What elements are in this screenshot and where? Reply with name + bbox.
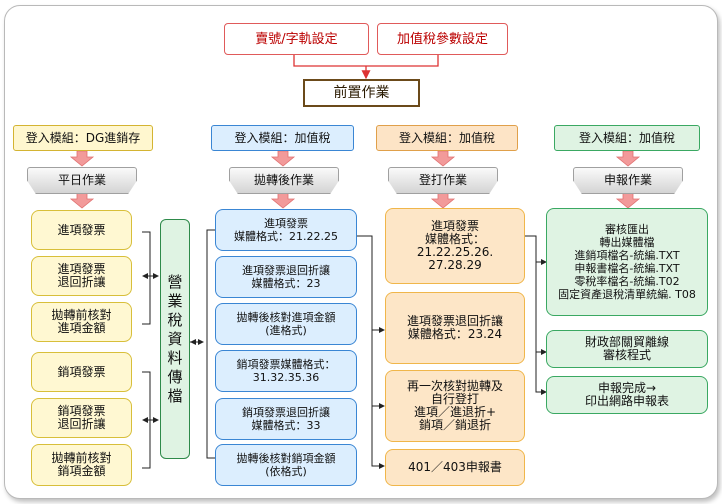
dg-item: 銷項發票 退回折讓 <box>31 398 132 438</box>
vat-fill-item: 進項發票 媒體格式： 21.22.25.26. 27.28.29 <box>385 208 525 284</box>
pre-work-box: 前置作業 <box>303 79 420 107</box>
vat-post-item: 進項發票 媒體格式：21.22.25 <box>215 209 357 251</box>
vat-fill-sub-label: 登打作業 <box>388 167 498 194</box>
vat-post-item: 拋轉後核對銷項金額 (依格式) <box>215 444 357 486</box>
dg-item: 拋轉前核對 進項金額 <box>31 302 132 342</box>
vat-post-sub-label: 拋轉後作業 <box>229 167 339 194</box>
vat-fill-item: 進項發票退回折讓 媒體格式：23.24 <box>385 292 525 364</box>
vat-report-sub-label: 申報作業 <box>573 167 683 194</box>
dg-item: 拋轉前核對 銷項金額 <box>31 444 132 486</box>
vat-post-header: 登入模組：加值稅 <box>211 125 354 151</box>
vat-data-transfer-box: 營 業 稅 資 料 傳 檔 <box>160 219 190 459</box>
dg-sub-label: 平日作業 <box>27 167 137 194</box>
vat-report-item: 財政部關貿離線 審核程式 <box>546 330 708 368</box>
vat-post-item: 銷項發票退回折讓 媒體格式：33 <box>215 398 357 440</box>
dg-item: 銷項發票 <box>31 352 132 392</box>
serial-setup-box: 賣號/字軌設定 <box>224 23 369 55</box>
vat-report-header: 登入模組：加值稅 <box>554 125 700 151</box>
dg-header: 登入模組：DG進銷存 <box>13 125 153 151</box>
vat-fill-item: 再一次核對拋轉及 自行登打 進項／進退折+ 銷項／銷退折 <box>385 370 525 442</box>
dg-item: 進項發票 <box>31 210 132 250</box>
vat-fill-item: 401／403申報書 <box>385 449 525 486</box>
dg-item: 進項發票 退回折讓 <box>31 256 132 296</box>
vat-post-item: 銷項發票媒體格式： 31.32.35.36 <box>215 350 357 392</box>
vat-fill-header: 登入模組：加值稅 <box>376 125 518 151</box>
vat-params-box: 加值稅參數設定 <box>377 23 508 55</box>
vat-post-item: 進項發票退回折讓 媒體格式：23 <box>215 256 357 298</box>
vat-post-item: 拋轉後核對進項金額 (進格式) <box>215 303 357 345</box>
vat-report-item: 申報完成→ 印出網路申報表 <box>546 376 708 414</box>
vat-report-item: 審核匯出 轉出媒體檔 進銷項檔名-統編.TXT 申報書檔名-統編.TXT 零稅率… <box>546 208 708 316</box>
